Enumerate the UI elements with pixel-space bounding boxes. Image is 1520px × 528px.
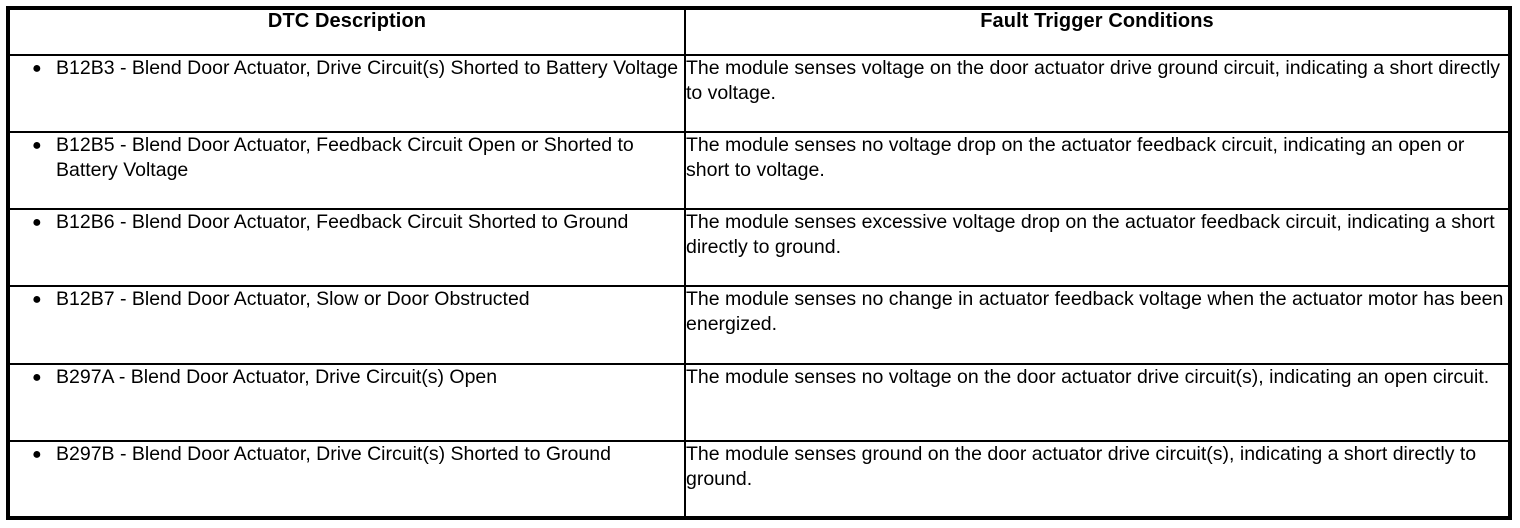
table-row: ● B297B - Blend Door Actuator, Drive Circ… (7, 439, 1511, 520)
bullet-icon: ● (32, 445, 42, 463)
table-row: ● B12B7 - Blend Door Actuator, Slow or Do… (7, 285, 1511, 365)
cell-dtc-description: ● B12B7 - Blend Door Actuator, Slow or Do… (7, 285, 686, 365)
dtc-fault-table: DTC Description Fault Trigger Conditions… (6, 6, 1512, 520)
fault-trigger-conditions-text: The module senses no voltage drop on the… (686, 134, 1465, 182)
bullet-icon: ● (32, 214, 42, 232)
cell-dtc-description: ● B12B6 - Blend Door Actuator, Feedback C… (7, 208, 686, 288)
table-row: ● B12B3 - Blend Door Actuator, Drive Circ… (7, 53, 1511, 134)
table-header-row: DTC Description Fault Trigger Conditions (7, 7, 1511, 56)
bullet-icon: ● (32, 137, 42, 155)
cell-fault-trigger-conditions: The module senses no voltage on the door… (684, 362, 1511, 442)
dtc-list-item: ● B297B - Blend Door Actuator, Drive Circ… (10, 442, 684, 467)
cell-fault-trigger-conditions: The module senses voltage on the door ac… (684, 53, 1511, 134)
column-header-fault-trigger-conditions: Fault Trigger Conditions (684, 7, 1511, 56)
cell-dtc-description: ● B12B3 - Blend Door Actuator, Drive Circ… (7, 53, 686, 134)
dtc-list-item: ● B297A - Blend Door Actuator, Drive Circ… (10, 365, 684, 390)
bullet-icon: ● (32, 291, 42, 309)
cell-fault-trigger-conditions: The module senses ground on the door act… (684, 439, 1511, 520)
fault-trigger-conditions-text: The module senses no change in actuator … (686, 288, 1504, 336)
dtc-table-container: DTC Description Fault Trigger Conditions… (6, 6, 1512, 520)
cell-fault-trigger-conditions: The module senses no voltage drop on the… (684, 131, 1511, 211)
fault-trigger-conditions-text: The module senses excessive voltage drop… (686, 211, 1495, 259)
fault-trigger-conditions-text: The module senses no voltage on the door… (686, 365, 1490, 388)
table-row: ● B12B5 - Blend Door Actuator, Feedback C… (7, 131, 1511, 211)
fault-trigger-conditions-text: The module senses voltage on the door ac… (686, 57, 1501, 104)
dtc-list-item: ● B12B7 - Blend Door Actuator, Slow or Do… (10, 287, 684, 312)
dtc-description-text: B297B - Blend Door Actuator, Drive Circu… (56, 442, 611, 465)
cell-dtc-description: ● B297A - Blend Door Actuator, Drive Circ… (7, 362, 686, 442)
table-row: ● B297A - Blend Door Actuator, Drive Circ… (7, 362, 1511, 442)
dtc-description-text: B12B3 - Blend Door Actuator, Drive Circu… (56, 57, 679, 79)
dtc-list-item: ● B12B3 - Blend Door Actuator, Drive Circ… (10, 56, 684, 81)
dtc-description-text: B12B5 - Blend Door Actuator, Feedback Ci… (56, 134, 634, 182)
cell-fault-trigger-conditions: The module senses no change in actuator … (684, 285, 1511, 365)
table-body: ● B12B3 - Blend Door Actuator, Drive Circ… (7, 53, 1511, 520)
dtc-description-text: B297A - Blend Door Actuator, Drive Circu… (56, 365, 498, 388)
fault-trigger-conditions-text: The module senses ground on the door act… (686, 442, 1477, 490)
column-header-dtc-description: DTC Description (7, 7, 686, 56)
bullet-icon: ● (32, 60, 42, 77)
dtc-description-text: B12B6 - Blend Door Actuator, Feedback Ci… (56, 211, 629, 234)
cell-dtc-description: ● B297B - Blend Door Actuator, Drive Circ… (7, 439, 686, 520)
cell-fault-trigger-conditions: The module senses excessive voltage drop… (684, 208, 1511, 288)
dtc-list-item: ● B12B5 - Blend Door Actuator, Feedback C… (10, 133, 684, 183)
cell-dtc-description: ● B12B5 - Blend Door Actuator, Feedback C… (7, 131, 686, 211)
bullet-icon: ● (32, 368, 42, 386)
dtc-description-text: B12B7 - Blend Door Actuator, Slow or Doo… (56, 288, 530, 311)
table-header: DTC Description Fault Trigger Conditions (7, 7, 1511, 56)
table-row: ● B12B6 - Blend Door Actuator, Feedback C… (7, 208, 1511, 288)
dtc-list-item: ● B12B6 - Blend Door Actuator, Feedback C… (10, 210, 684, 235)
